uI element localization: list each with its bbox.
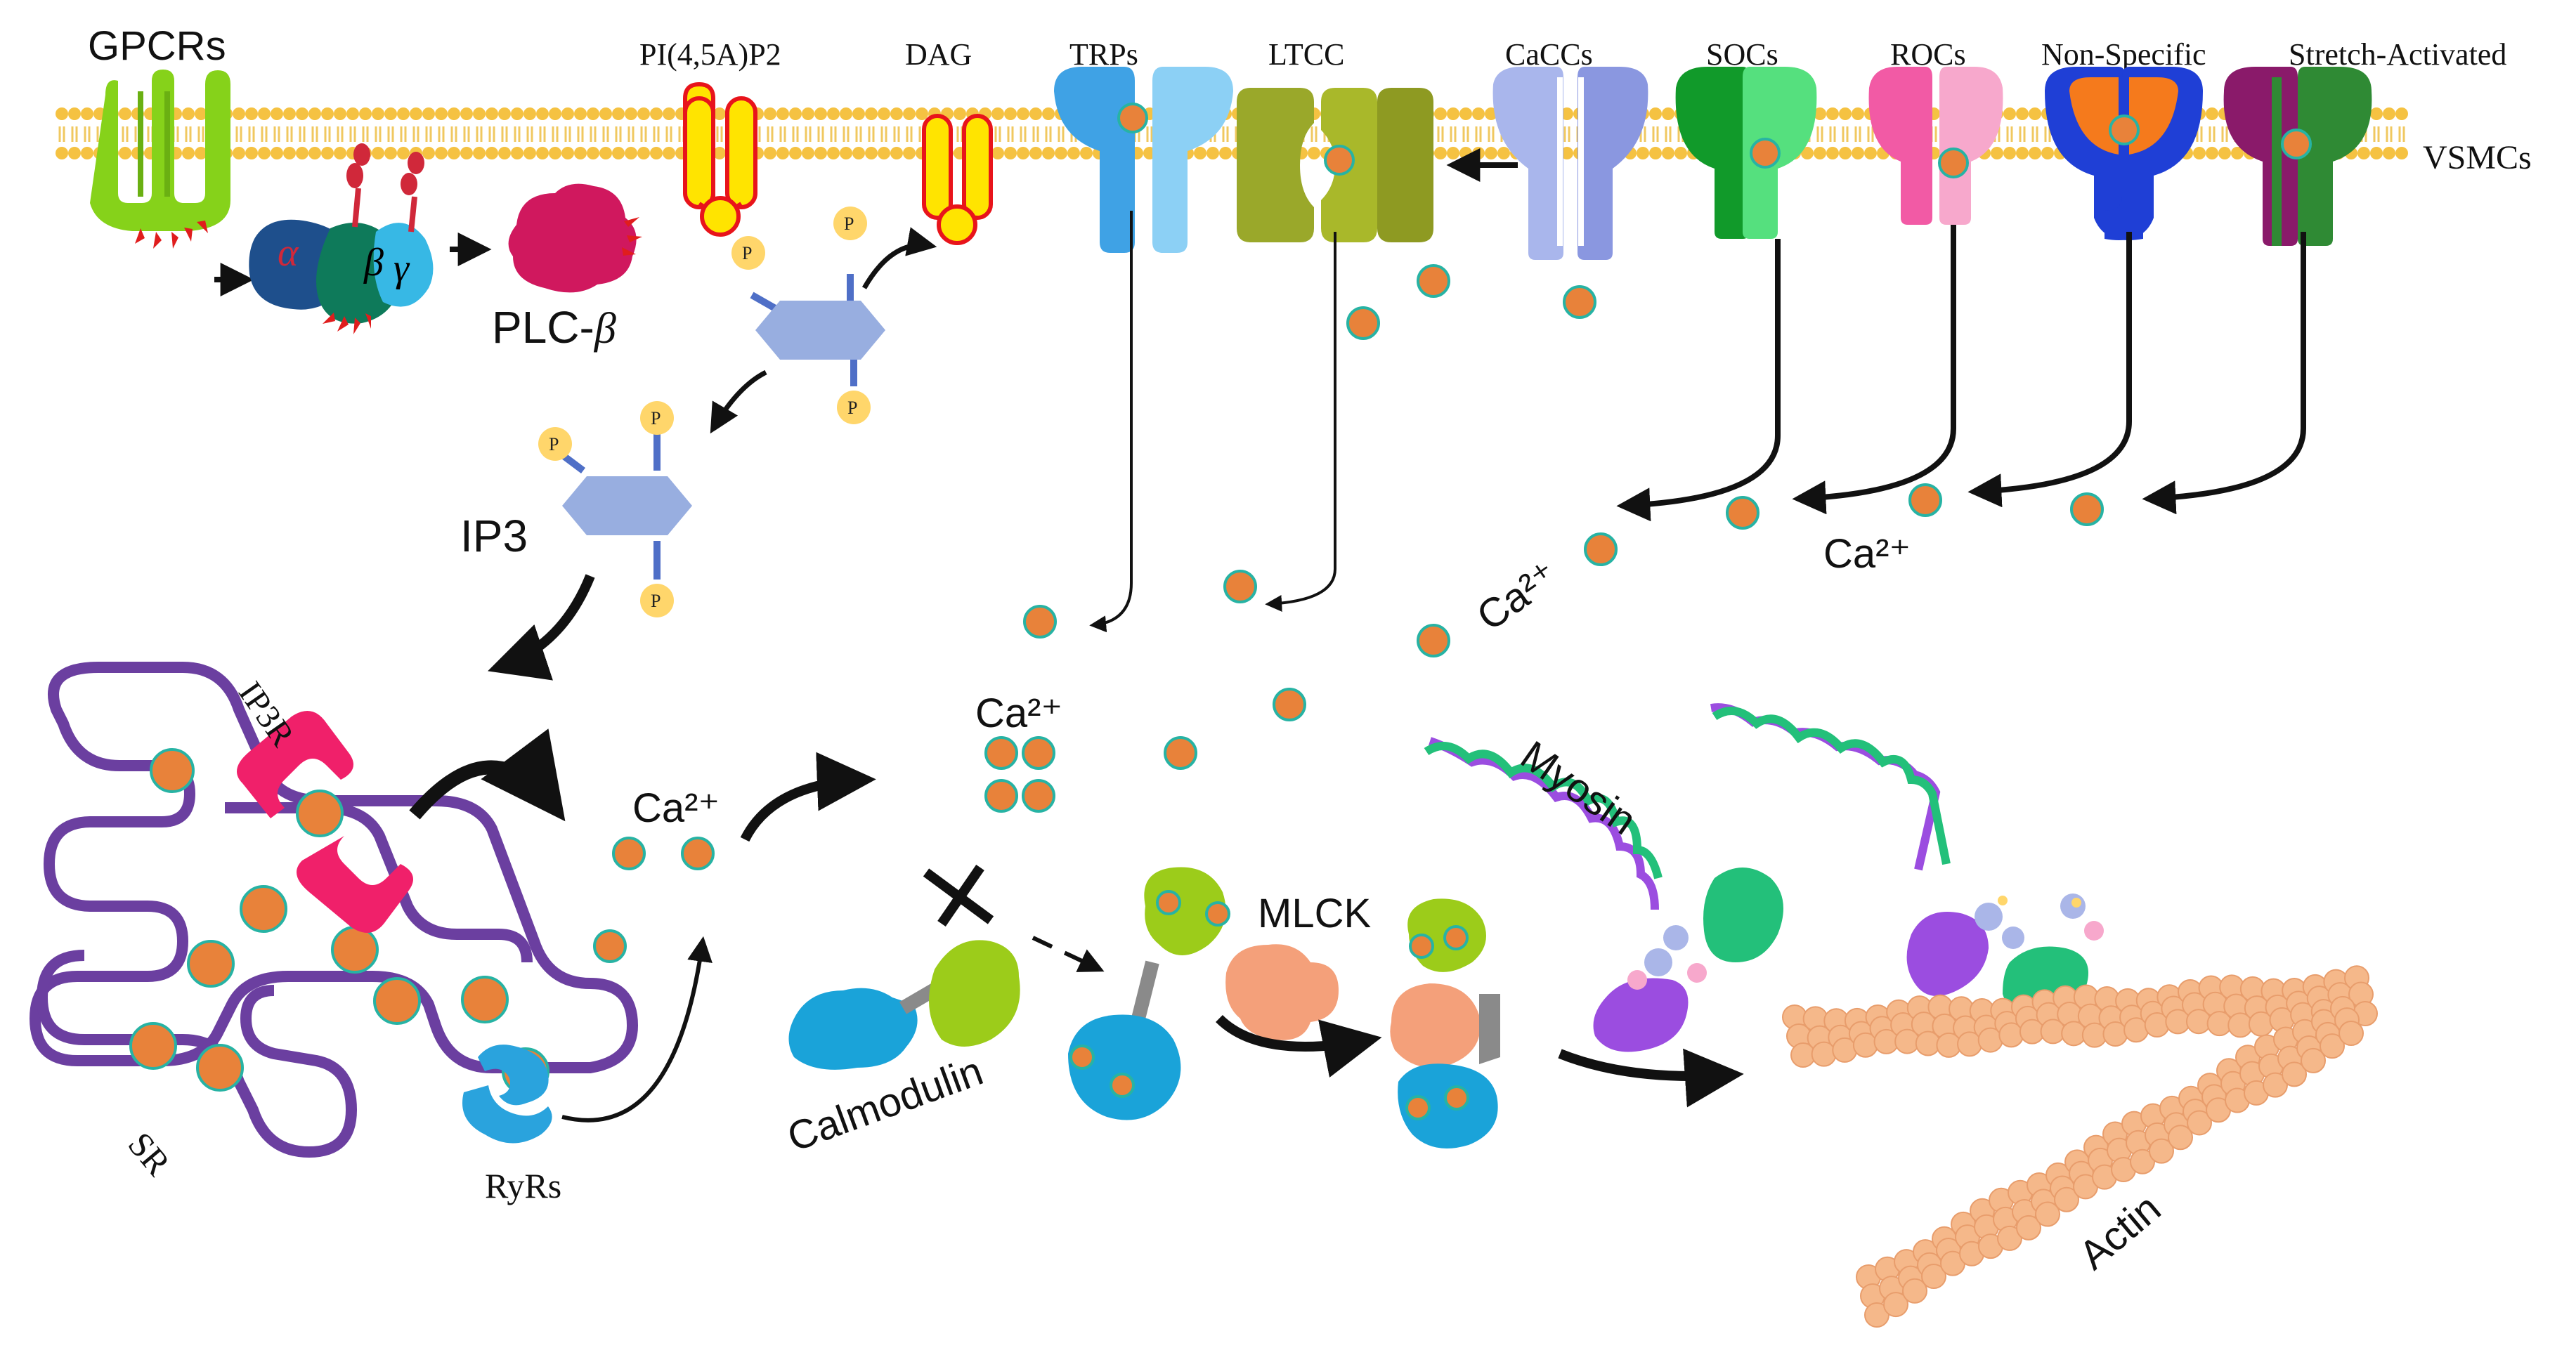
ip3-hexagon bbox=[538, 401, 692, 617]
phosphate-3: P bbox=[847, 398, 857, 418]
arrow-roc-influx bbox=[1792, 225, 1956, 515]
myosin-filament-right bbox=[1710, 703, 1951, 871]
plc-activation-marks bbox=[622, 217, 642, 256]
arrow-mlck-activation bbox=[1216, 1014, 1382, 1078]
stretch-activated-channel bbox=[2223, 67, 2372, 246]
label-pip2: PI(4,5A)P2 bbox=[639, 37, 781, 72]
arrow-ltcc-influx bbox=[1265, 232, 1336, 612]
arrow-to-ip3 bbox=[710, 369, 767, 434]
label-beta: β bbox=[363, 241, 384, 284]
label-mlck: MLCK bbox=[1258, 891, 1371, 936]
phosphate-6: P bbox=[651, 591, 661, 611]
label-trps: TRPs bbox=[1069, 37, 1138, 72]
plc-beta-enzyme bbox=[508, 183, 637, 293]
arrow-myosin-to-actin bbox=[1558, 1048, 1744, 1108]
myosin-filament-left bbox=[1424, 737, 1663, 910]
arrow-ryr-release bbox=[561, 936, 713, 1122]
label-gamma: γ bbox=[393, 247, 410, 290]
dag-lipid bbox=[922, 114, 993, 245]
arrow-to-cytosol bbox=[740, 752, 876, 842]
label-ca-right: Ca²⁺ bbox=[1823, 531, 1911, 577]
calcium-ions bbox=[593, 264, 2104, 963]
label-rocs: ROCs bbox=[1890, 37, 1966, 72]
gpcr-activation-marks bbox=[135, 221, 208, 249]
label-ryrs: RyRs bbox=[485, 1166, 561, 1205]
ltcc-channel bbox=[1237, 88, 1433, 242]
phosphate-1: P bbox=[742, 243, 752, 263]
pip2-headgroup-hexagon bbox=[731, 207, 885, 424]
arrow-stretch-influx bbox=[2142, 232, 2306, 515]
label-alpha: α bbox=[278, 231, 299, 275]
cacc-channel bbox=[1492, 67, 1648, 260]
arrow-trp-influx bbox=[1089, 211, 1133, 633]
complex-bound-calcium bbox=[1405, 925, 1469, 1120]
phosphate-5: P bbox=[651, 408, 661, 428]
calmodulin-bound-calcium bbox=[1069, 890, 1230, 1098]
ryr-channel bbox=[462, 1045, 552, 1144]
phosphate-2: P bbox=[844, 214, 854, 234]
arrow-soc-influx bbox=[1616, 239, 1781, 522]
arrow-ip3r-release bbox=[409, 728, 566, 822]
phosphate-4: P bbox=[549, 434, 559, 454]
label-ca-diagonal: Ca²⁺ bbox=[1469, 552, 1566, 639]
g-protein-complex bbox=[249, 143, 434, 324]
gpcr-receptor bbox=[90, 70, 230, 231]
label-vsmcs: VSMCs bbox=[2423, 139, 2532, 176]
pip2-lipid bbox=[683, 81, 757, 237]
mlck-enzyme bbox=[1225, 944, 1339, 1040]
label-stretch-activated: Stretch-Activated bbox=[2289, 37, 2506, 72]
trp-channel bbox=[1054, 67, 1233, 253]
label-socs: SOCs bbox=[1706, 37, 1778, 72]
label-gpcrs: GPCRs bbox=[88, 23, 226, 69]
label-plc: PLC-β bbox=[492, 302, 616, 353]
label-ip3: IP3 bbox=[460, 511, 528, 561]
label-ltcc: LTCC bbox=[1268, 37, 1344, 72]
arrow-to-dag bbox=[861, 227, 937, 289]
non-specific-channel bbox=[2045, 67, 2203, 240]
label-ca-release: Ca²⁺ bbox=[632, 785, 720, 831]
label-myosin: Myosin bbox=[1513, 732, 1645, 844]
calmodulin-active bbox=[1068, 867, 1226, 1120]
myosin-head-left bbox=[1593, 868, 1783, 1052]
arrow-nonspecific-influx bbox=[1967, 232, 2132, 508]
label-non-specific: Non-Specific bbox=[2041, 37, 2206, 72]
arrow-ip3-to-ip3r bbox=[488, 574, 595, 681]
label-dag: DAG bbox=[905, 37, 972, 72]
soc-channel bbox=[1675, 67, 1817, 239]
label-sr: SR bbox=[121, 1125, 179, 1183]
inhibition-cross bbox=[923, 865, 994, 927]
arrow-calmodulin-binding bbox=[1032, 936, 1105, 972]
label-caccs: CaCCs bbox=[1505, 37, 1593, 72]
g-protein-activation-marks bbox=[323, 313, 371, 334]
label-ca-cluster: Ca²⁺ bbox=[975, 690, 1062, 736]
roc-channel bbox=[1868, 67, 2003, 225]
actin-filament-lower bbox=[1856, 995, 2364, 1328]
sarcoplasmic-reticulum bbox=[30, 662, 638, 1158]
ip3r-channel bbox=[237, 711, 413, 933]
calmodulin-inactive bbox=[788, 940, 1020, 1070]
